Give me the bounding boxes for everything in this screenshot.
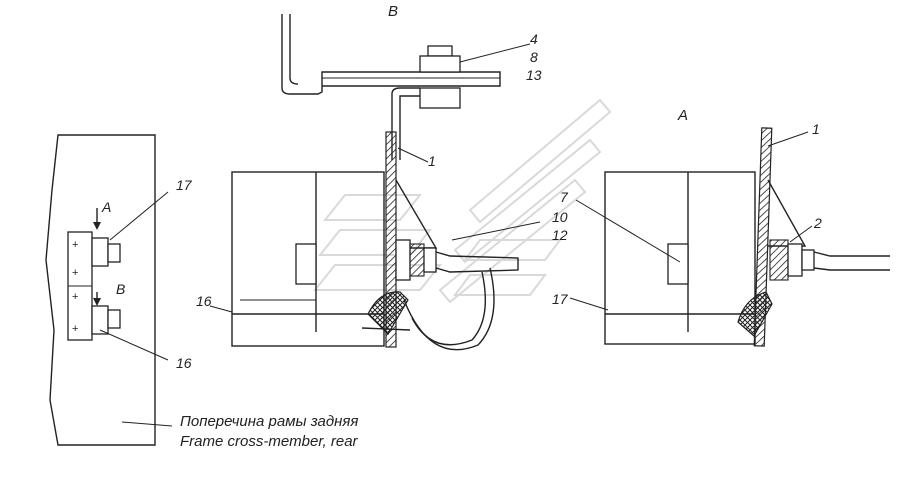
view-a-assembly — [569, 127, 890, 347]
callout-13: 13 — [526, 67, 542, 83]
callout-16-mid: 16 — [196, 293, 212, 309]
plus-marker: + — [72, 267, 78, 279]
callout-17-left: 17 — [176, 177, 193, 193]
callout-4: 4 — [530, 31, 538, 47]
callout-1-right: 1 — [812, 121, 820, 137]
arrow-b-label: B — [116, 281, 125, 297]
callout-17-right: 17 — [552, 291, 569, 307]
plus-marker: + — [72, 323, 78, 335]
view-a-title: A — [677, 107, 688, 124]
plus-marker: + — [72, 291, 78, 303]
caption-english: Frame cross-member, rear — [180, 433, 359, 450]
callout-12: 12 — [552, 227, 568, 243]
callout-1-mid: 1 — [428, 153, 436, 169]
callout-2: 2 — [813, 215, 822, 231]
plus-markers: + + + + — [72, 239, 78, 335]
callout-7: 7 — [560, 189, 569, 205]
caption-russian: Поперечина рамы задняя — [180, 413, 358, 430]
view-b-assembly — [209, 14, 541, 351]
plus-marker: + — [72, 239, 78, 251]
arrow-a-label: A — [101, 199, 111, 215]
view-b-title: B — [388, 3, 398, 20]
callout-8: 8 — [530, 49, 538, 65]
cross-member-view — [45, 134, 173, 446]
callout-16-left: 16 — [176, 355, 192, 371]
callout-10: 10 — [552, 209, 568, 225]
